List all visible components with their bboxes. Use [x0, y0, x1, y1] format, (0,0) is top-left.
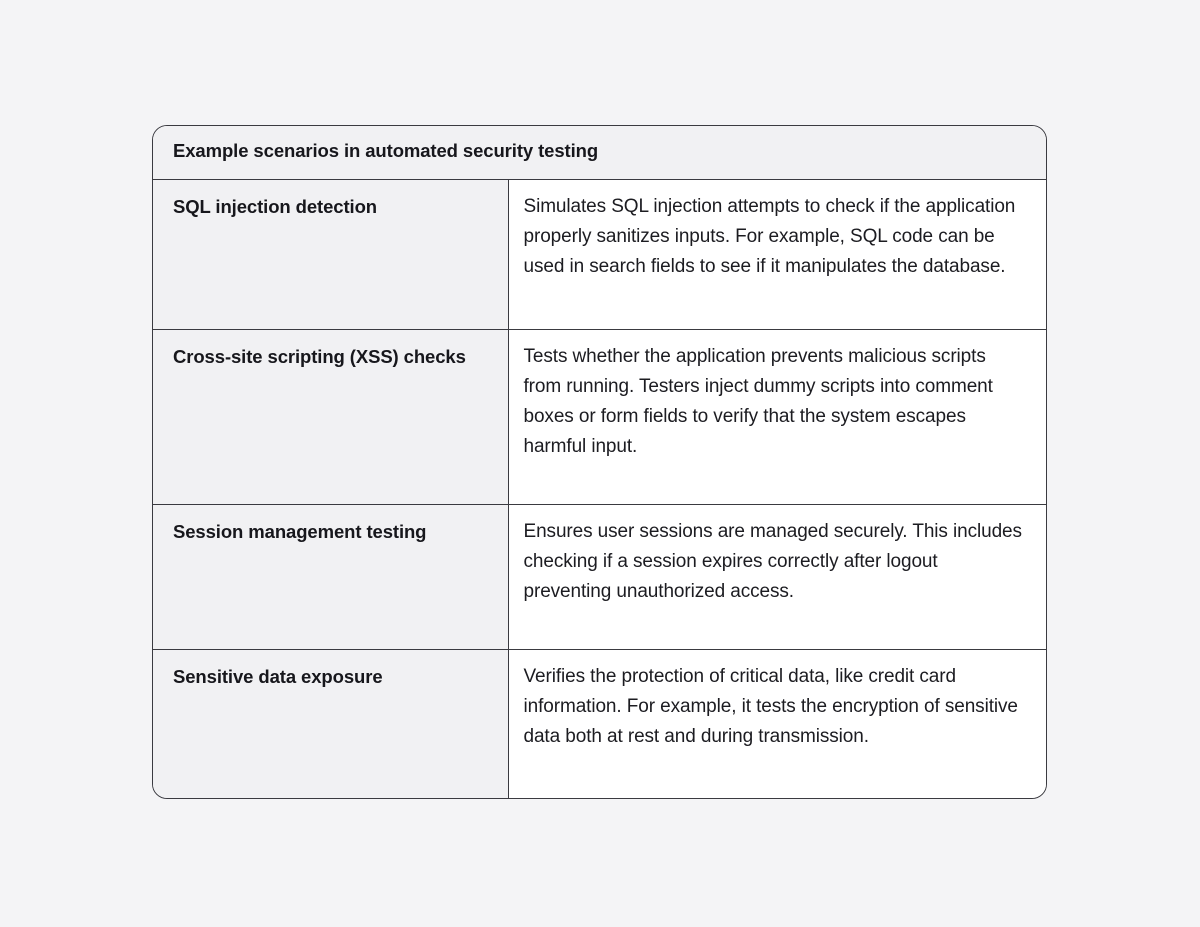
- scenario-description: Tests whether the application prevents m…: [507, 328, 1046, 505]
- table-row: Sensitive data exposure Verifies the pro…: [153, 648, 1046, 798]
- security-testing-table: Example scenarios in automated security …: [152, 125, 1047, 799]
- security-testing-table-grid: Example scenarios in automated security …: [153, 126, 1046, 798]
- scenario-label: Cross-site scripting (XSS) checks: [153, 328, 509, 505]
- table-row: SQL injection detection Simulates SQL in…: [153, 178, 1046, 330]
- scenario-description: Simulates SQL injection attempts to chec…: [507, 178, 1046, 330]
- scenario-description: Verifies the protection of critical data…: [507, 648, 1046, 798]
- scenario-label: SQL injection detection: [153, 178, 509, 330]
- scenario-description: Ensures user sessions are managed secure…: [507, 503, 1046, 650]
- table-header-row: Example scenarios in automated security …: [153, 126, 1046, 180]
- table-row: Cross-site scripting (XSS) checks Tests …: [153, 328, 1046, 505]
- scenario-label: Session management testing: [153, 503, 509, 650]
- scenario-label: Sensitive data exposure: [153, 648, 509, 798]
- table-title: Example scenarios in automated security …: [153, 126, 1046, 180]
- table-row: Session management testing Ensures user …: [153, 503, 1046, 650]
